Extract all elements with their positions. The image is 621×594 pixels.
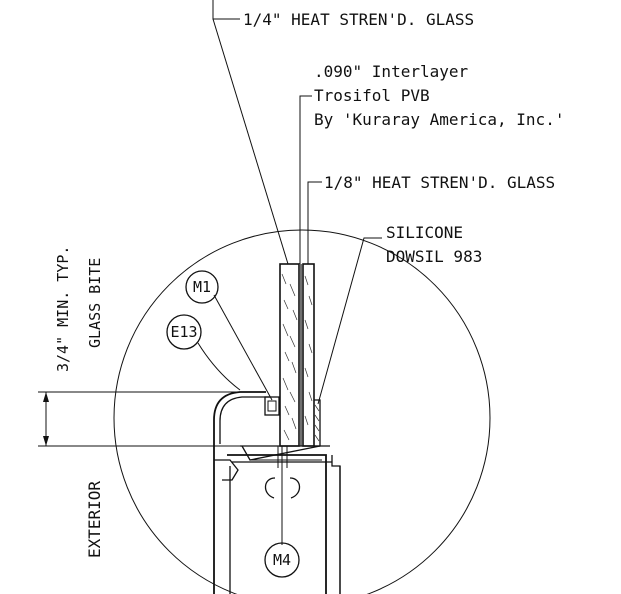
glass-laminate [279, 263, 321, 447]
leader-interlayer [299, 95, 312, 264]
callout-interlayer-2: Trosifol PVB [314, 86, 430, 105]
setting-block [241, 445, 321, 461]
screw-spline-m4 [264, 477, 301, 499]
ref-label-e13: E13 [170, 323, 197, 341]
outer-glass-lite [279, 263, 300, 447]
callout-sealant-2: DOWSIL 983 [386, 247, 482, 266]
leader-m1 [213, 294, 273, 401]
glazing-gasket-m1 [264, 396, 280, 416]
leader-outer-lite [212, 0, 240, 20]
silicone-sealant-bead [314, 399, 321, 447]
dimension-caption: GLASS BITE [86, 258, 104, 348]
detail-boundary-circle [113, 229, 491, 594]
callout-interlayer-1: .090" Interlayer [314, 62, 468, 81]
inner-glass-hatch [304, 275, 313, 426]
ref-label-m4: M4 [273, 551, 291, 569]
inner-glass-lite [302, 263, 315, 447]
leader-silicone [317, 237, 382, 405]
leader-inner-lite [307, 181, 322, 264]
snap-connection [214, 459, 239, 481]
callout-outer-lite: 1/4" HEAT STREN'D. GLASS [243, 10, 474, 29]
exterior-label: EXTERIOR [85, 481, 104, 558]
leader-e13 [197, 342, 241, 391]
callout-inner-lite: 1/8" HEAT STREN'D. GLASS [324, 173, 555, 192]
outer-glass-hatch [281, 273, 298, 441]
cover-cap-e13 [213, 391, 266, 594]
callout-sealant-1: SILICONE [386, 223, 463, 242]
glass-bite-dimension: 3/4" MIN. TYP. GLASS BITE [38, 246, 280, 447]
callout-interlayer-3: By 'Kuraray America, Inc.' [314, 110, 564, 129]
ref-bubble-m1: M1 [185, 270, 219, 304]
leader-lines [197, 0, 382, 545]
frame-body [227, 454, 327, 594]
ref-bubble-m4: M4 [264, 542, 300, 578]
ref-label-m1: M1 [193, 278, 211, 296]
ref-bubble-e13: E13 [166, 314, 202, 350]
dimension-value: 3/4" MIN. TYP. [54, 246, 72, 372]
